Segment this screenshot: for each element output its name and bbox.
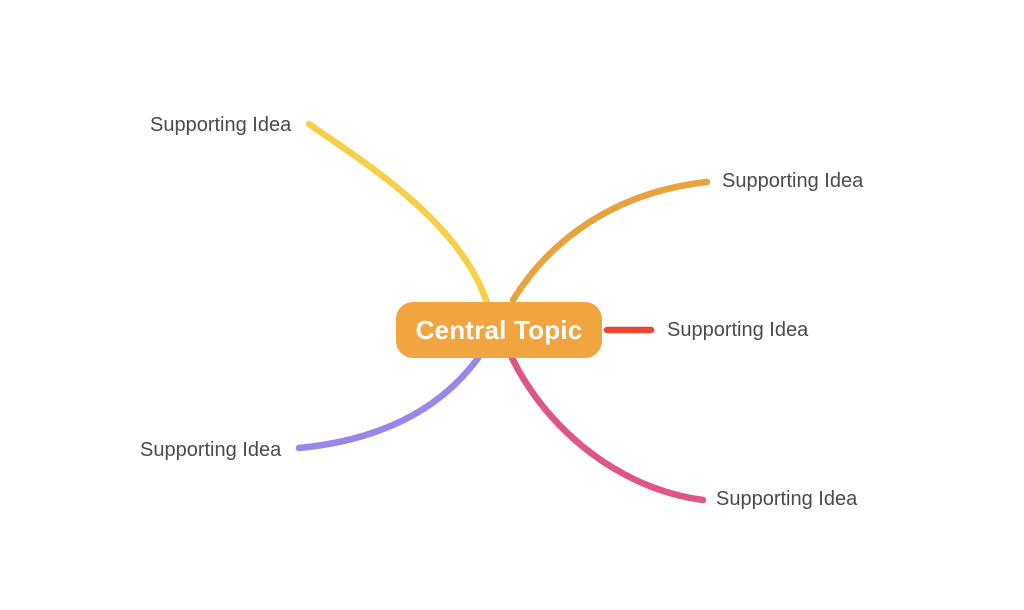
branch-curve-bottom-right — [508, 354, 707, 504]
branch-curve-top-left — [305, 120, 491, 307]
branch-node-bottom-right[interactable]: Supporting Idea — [716, 488, 858, 510]
branch-curve-top-right — [509, 178, 711, 304]
central-topic-node[interactable]: Central Topic — [396, 302, 602, 358]
branch-node-middle-right[interactable]: Supporting Idea — [667, 319, 809, 341]
branch-node-top-right[interactable]: Supporting Idea — [722, 170, 864, 192]
central-topic-label: Central Topic — [415, 314, 583, 345]
branch-node-bottom-left[interactable]: Supporting Idea — [140, 439, 282, 461]
branch-node-top-left[interactable]: Supporting Idea — [150, 114, 292, 136]
branch-curve-bottom-left — [295, 354, 482, 452]
